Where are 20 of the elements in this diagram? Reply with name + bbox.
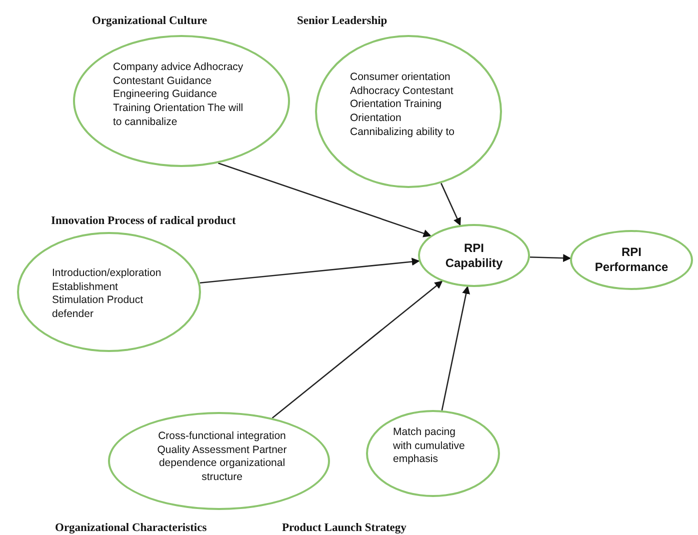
node-heading: Organizational Characteristics: [55, 521, 207, 535]
arrow: [530, 254, 572, 262]
ellipse-node: [418, 224, 530, 287]
node-text: Company advice Adhocracy Contestant Guidance Engineering Guidance Training Orientation The will to cannibalize: [113, 61, 244, 130]
arrow: [218, 162, 432, 238]
node-heading: Senior Leadership: [297, 14, 388, 29]
node-title: RPI Capability: [444, 240, 504, 270]
node-text: Match pacing with cumulative emphasis: [393, 426, 466, 467]
node-text: Introduction/exploration Establishment Stimulation Product defender: [52, 267, 160, 322]
node-text: Consumer orientation Adhocracy Contestant Orientation Training Orientation Cannibalizing ability to: [350, 71, 456, 140]
node-heading: Organizational Culture: [92, 14, 208, 29]
arrow: [441, 286, 470, 411]
arrow: [440, 182, 461, 226]
arrow: [272, 280, 443, 419]
node-title: RPI Performance: [594, 245, 670, 275]
arrow: [200, 258, 420, 284]
node-heading: Innovation Process of radical product: [51, 214, 236, 229]
node-text: Cross-functional integration Quality Assessment Partner dependence organizational structure: [156, 430, 288, 485]
node-heading: Product Launch Strategy: [282, 521, 406, 535]
ellipse-node: [570, 230, 693, 290]
